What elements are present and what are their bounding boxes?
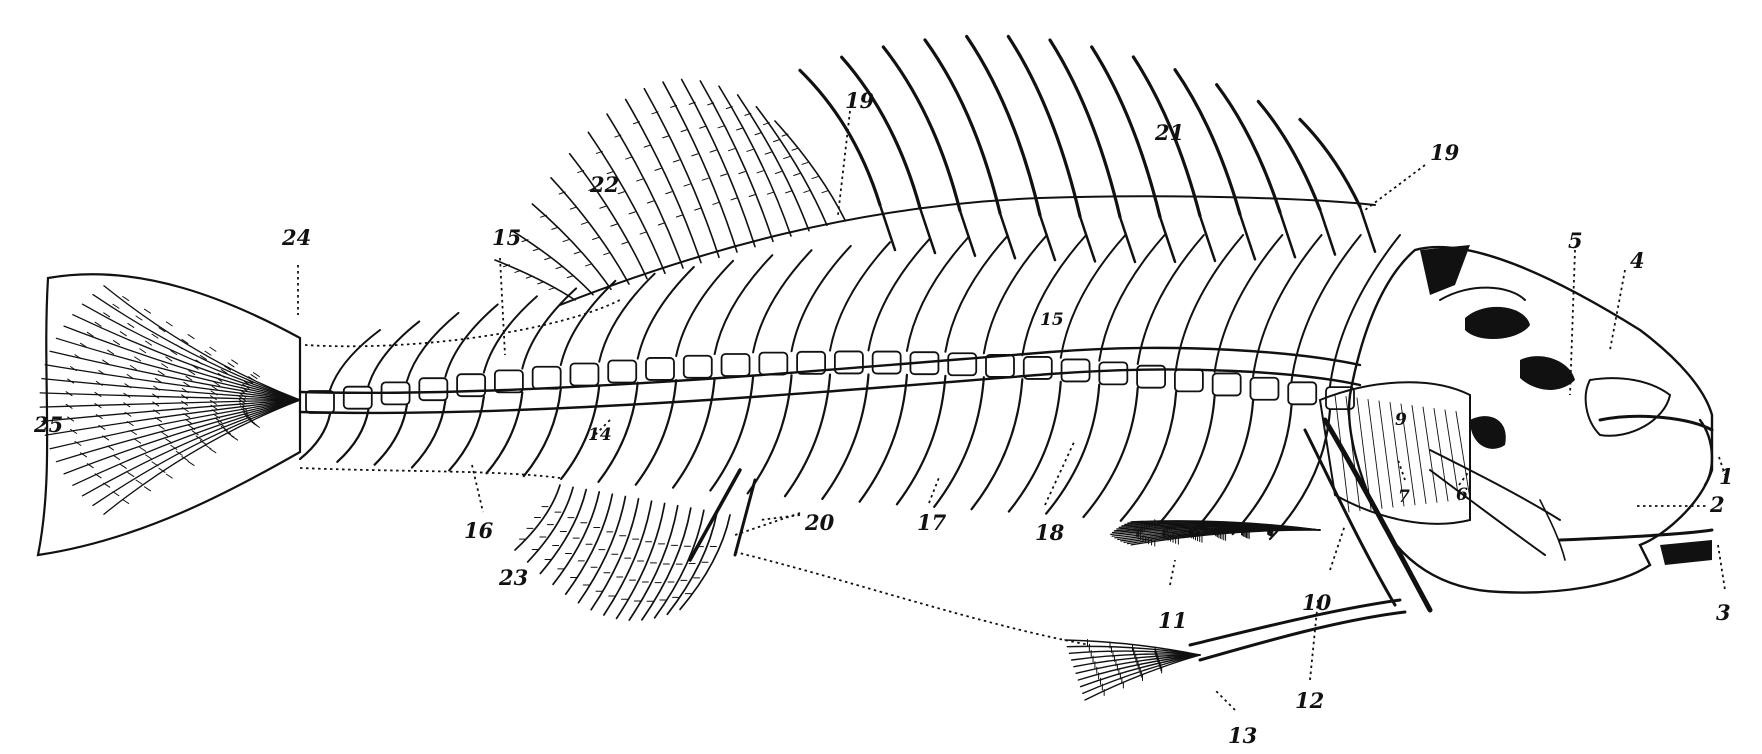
label-16: 16 — [464, 518, 494, 543]
label-2: 2 — [1709, 492, 1725, 517]
label-21: 21 — [1154, 120, 1184, 145]
pectoral-fin — [1110, 519, 1321, 547]
vertebral-column — [298, 346, 1362, 415]
anal-fin — [514, 468, 757, 621]
dorsal-fin-skeleton — [329, 34, 1401, 391]
label-24: 24 — [281, 225, 311, 250]
leader-lines — [297, 110, 1726, 711]
label-17: 17 — [917, 510, 947, 535]
label-19-posterior: 19 — [1430, 140, 1460, 165]
label-25: 25 — [33, 412, 63, 437]
label-1: 1 — [1719, 464, 1734, 489]
label-10: 10 — [1302, 590, 1332, 615]
label-7: 7 — [1398, 487, 1410, 507]
label-15-vertebra: 15 — [1040, 310, 1064, 330]
skull — [1303, 245, 1714, 613]
label-14: 14 — [588, 425, 612, 445]
label-5: 5 — [1568, 228, 1583, 253]
label-23: 23 — [498, 565, 528, 590]
labels: 1 2 3 4 5 6 7 9 10 11 12 13 14 15 15 16 … — [33, 88, 1734, 748]
pelvic-fin — [1064, 598, 1407, 701]
guide-lines — [299, 299, 1091, 646]
label-4: 4 — [1630, 248, 1645, 273]
label-19-anterior: 19 — [845, 88, 875, 113]
label-20: 20 — [804, 510, 835, 535]
label-12: 12 — [1295, 688, 1324, 713]
label-22: 22 — [589, 172, 619, 197]
label-11: 11 — [1158, 608, 1187, 633]
label-9: 9 — [1395, 410, 1407, 430]
label-3: 3 — [1716, 600, 1731, 625]
label-15: 15 — [492, 225, 521, 250]
caudal-fin — [36, 273, 302, 557]
label-6: 6 — [1456, 485, 1468, 505]
label-13: 13 — [1228, 723, 1257, 748]
label-18: 18 — [1035, 520, 1065, 545]
